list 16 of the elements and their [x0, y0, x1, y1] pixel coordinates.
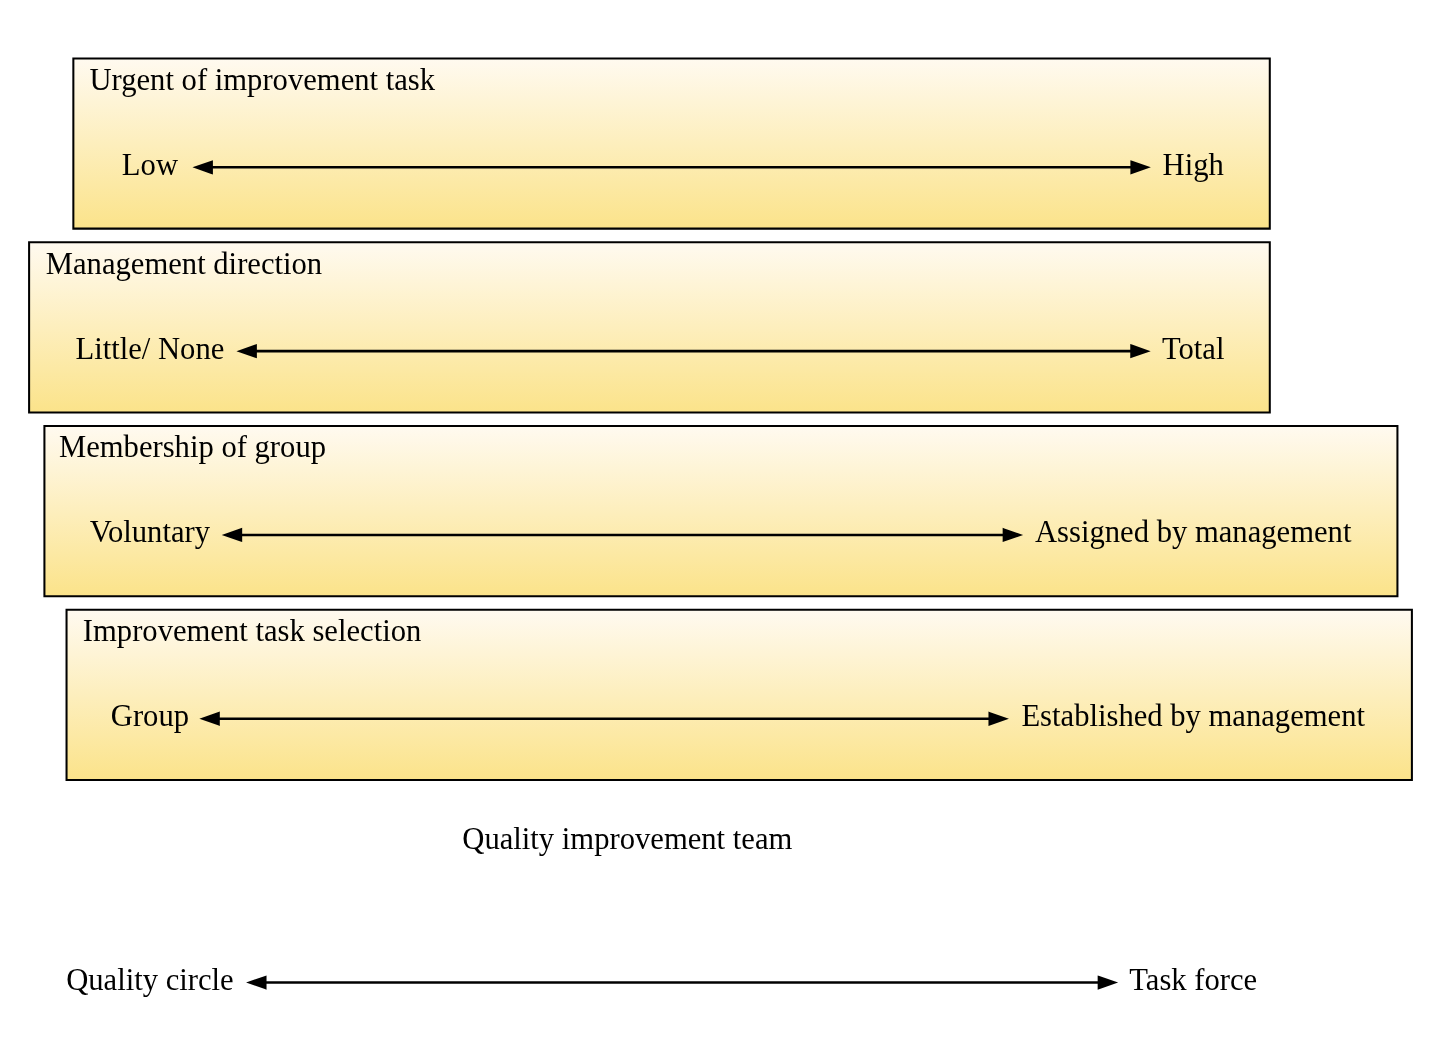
node-text: Task force [1129, 962, 1258, 997]
node-text: Quality improvement team [462, 821, 793, 856]
node-text: Group [110, 698, 190, 733]
node-text: Quality circle [66, 962, 234, 997]
arrow [221, 527, 1024, 542]
node-text: Little/ None [75, 331, 225, 366]
arrow [192, 159, 1151, 174]
arrow [246, 974, 1119, 990]
node-text: Low [121, 147, 179, 182]
node-text: Assigned by management [1035, 514, 1352, 549]
node-text: Established by management [1021, 698, 1365, 733]
arrow [236, 343, 1151, 358]
node-text: Voluntary [89, 514, 211, 549]
node-text: Total [1161, 331, 1225, 366]
arrow [199, 711, 1009, 726]
node-text: High [1162, 147, 1224, 182]
